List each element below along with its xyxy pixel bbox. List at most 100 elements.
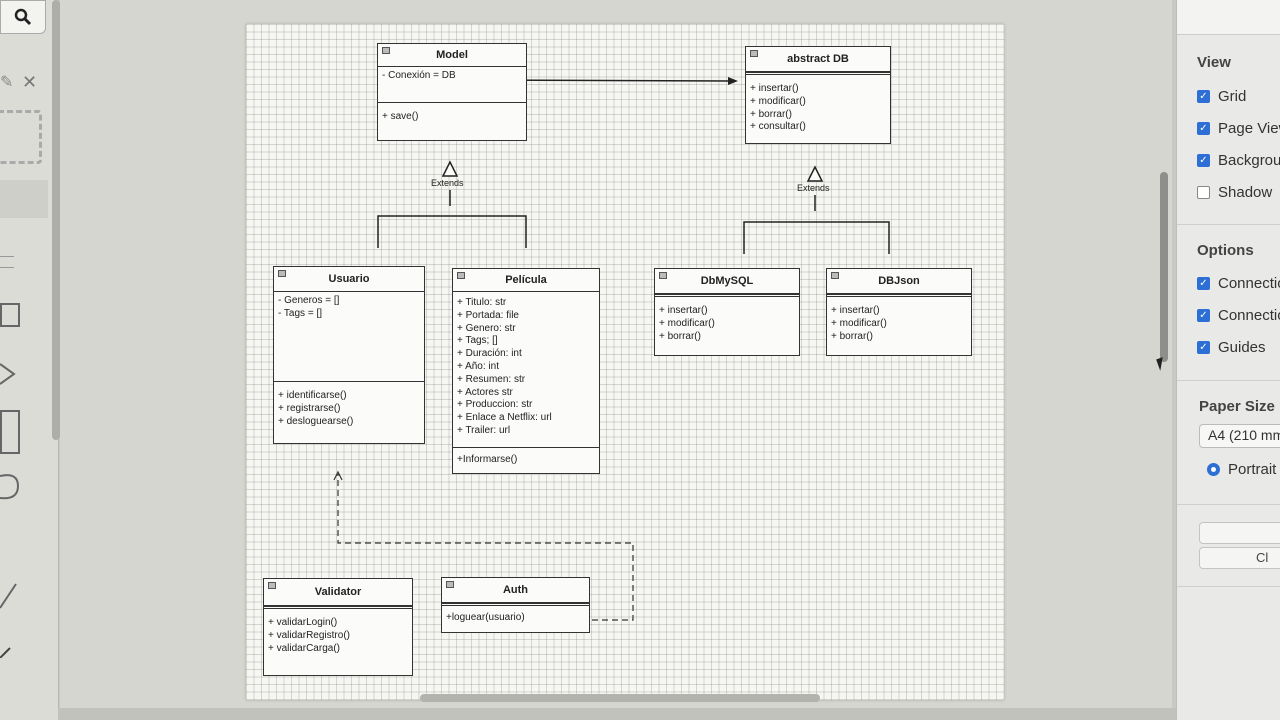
horizontal-scrollbar[interactable]	[420, 694, 820, 702]
collapse-icon[interactable]	[382, 47, 390, 54]
arrow-shape-icon[interactable]	[0, 644, 14, 658]
line-shape-icon[interactable]	[0, 580, 20, 610]
class-abstract-db-methods: + insertar() + modificar() + borrar() + …	[746, 72, 890, 137]
method-row: + validarLogin()	[268, 617, 338, 628]
bottom-page-tabs-bar	[58, 708, 1178, 720]
format-panel-tabs[interactable]	[1177, 0, 1280, 35]
class-model-header: Model	[378, 44, 526, 67]
class-validator-header: Validator	[264, 579, 412, 606]
checkbox-label: Grid	[1218, 88, 1247, 105]
class-usuario[interactable]: Usuario - Generos = [] - Tags = [] + ide…	[273, 266, 425, 444]
divider	[1177, 504, 1280, 505]
search-icon	[14, 8, 32, 26]
attribute-row: + Duración: int	[457, 348, 522, 360]
class-pelicula-header: Película	[453, 269, 599, 292]
checkbox-label: Page View	[1218, 120, 1280, 137]
shadow-checkbox[interactable]: Shadow	[1197, 184, 1272, 201]
class-model-title: Model	[436, 49, 468, 61]
class-model-methods: + save()	[378, 103, 526, 127]
class-auth[interactable]: Auth +loguear(usuario)	[441, 577, 590, 633]
portrait-radio[interactable]: Portrait	[1207, 461, 1276, 478]
grid-checkbox[interactable]: ✓ Grid	[1197, 88, 1246, 105]
clear-default-style-button[interactable]: Cl	[1199, 547, 1280, 569]
paper-size-select[interactable]: A4 (210 mm x 297 mm)	[1199, 424, 1280, 448]
class-dbjson-header: DBJson	[827, 269, 971, 294]
radio-label: Portrait	[1228, 461, 1277, 478]
class-model[interactable]: Model - Conexión = DB + save()	[377, 43, 527, 141]
method-row: + insertar()	[831, 305, 880, 316]
class-usuario-methods: + identificarse() + registrarse() + desl…	[274, 382, 424, 431]
checkbox-checked-icon: ✓	[1197, 277, 1210, 290]
checkbox-label: Guides	[1218, 339, 1266, 356]
checkbox-checked-icon: ✓	[1197, 122, 1210, 135]
options-heading: Options	[1197, 242, 1254, 259]
class-abstract-db-title: abstract DB	[787, 53, 849, 65]
class-dbmysql-header: DbMySQL	[655, 269, 799, 294]
method-row: + insertar()	[750, 83, 799, 94]
close-icon[interactable]: ✕	[22, 72, 38, 92]
rectangle-shape-icon[interactable]	[0, 303, 20, 327]
edit-data-button[interactable]	[1199, 522, 1280, 544]
attribute-row: + Año: int	[457, 360, 499, 372]
extends-label-left: Extends	[431, 178, 464, 188]
vertical-scrollbar[interactable]	[1160, 172, 1168, 362]
class-validator-methods: + validarLogin() + validarRegistro() + v…	[264, 606, 412, 658]
checkbox-unchecked-icon	[1197, 186, 1210, 199]
class-pelicula[interactable]: Película + Titulo: str + Portada: file +…	[452, 268, 600, 474]
class-validator[interactable]: Validator + validarLogin() + validarRegi…	[263, 578, 413, 676]
extends-label-right: Extends	[797, 183, 830, 193]
method-row: + registrarse()	[278, 402, 341, 414]
collapse-icon[interactable]	[831, 272, 839, 279]
collapse-icon[interactable]	[659, 272, 667, 279]
attribute-row: + Titulo: str	[457, 297, 507, 308]
method-row: + modificar()	[831, 317, 887, 329]
class-pelicula-methods: +Informarse()	[453, 448, 599, 470]
cloud-shape-icon[interactable]	[0, 472, 20, 502]
class-auth-methods: +loguear(usuario)	[442, 603, 589, 628]
class-dbmysql-methods: + insertar() + modificar() + borrar()	[655, 294, 799, 346]
radio-selected-icon	[1207, 463, 1220, 476]
method-row: + insertar()	[659, 305, 708, 316]
class-dbmysql[interactable]: DbMySQL + insertar() + modificar() + bor…	[654, 268, 800, 356]
class-dbjson[interactable]: DBJson + insertar() + modificar() + borr…	[826, 268, 972, 356]
attribute-row: + Portada: file	[457, 309, 519, 321]
class-dbjson-methods: + insertar() + modificar() + borrar()	[827, 294, 971, 346]
method-row: +Informarse()	[457, 454, 518, 465]
attribute-row: + Actores str	[457, 386, 513, 398]
checkbox-checked-icon: ✓	[1197, 341, 1210, 354]
connection-arrows-checkbox[interactable]: ✓ Connection Arrows	[1197, 275, 1280, 292]
method-row: + validarRegistro()	[268, 629, 350, 641]
search-button[interactable]	[0, 0, 46, 34]
triangle-shape-icon[interactable]	[0, 362, 16, 386]
text-lines-icon[interactable]	[0, 256, 14, 268]
attribute-row: - Tags = []	[278, 307, 323, 319]
background-checkbox[interactable]: ✓Background	[1197, 152, 1280, 169]
collapse-icon[interactable]	[457, 272, 465, 279]
page-view-checkbox[interactable]: ✓ Page View	[1197, 120, 1280, 137]
checkbox-checked-icon: ✓	[1197, 90, 1210, 103]
method-row: + borrar()	[659, 330, 701, 342]
class-abstract-db[interactable]: abstract DB + insertar() + modificar() +…	[745, 46, 891, 144]
divider	[1177, 586, 1280, 587]
checkbox-label: Shadow	[1218, 184, 1273, 201]
collapse-icon[interactable]	[750, 50, 758, 57]
class-abstract-db-header: abstract DB	[746, 47, 890, 72]
view-heading: View	[1197, 54, 1231, 71]
collapse-icon[interactable]	[268, 582, 276, 589]
guides-checkbox[interactable]: ✓ Guides	[1197, 339, 1266, 356]
method-row: + borrar()	[750, 108, 792, 120]
divider	[1177, 224, 1280, 225]
connection-points-checkbox[interactable]: ✓Connection Points	[1197, 307, 1280, 324]
left-toolbar: ✎ ✕	[0, 0, 59, 720]
collapse-icon[interactable]	[278, 270, 286, 277]
selection-tool[interactable]	[0, 110, 42, 164]
class-usuario-attributes: - Generos = [] - Tags = []	[274, 292, 424, 382]
method-row: + save()	[382, 111, 419, 122]
method-row: + identificarse()	[278, 390, 347, 401]
container-shape-icon[interactable]	[0, 410, 20, 454]
method-row: + borrar()	[831, 330, 873, 342]
collapse-icon[interactable]	[446, 581, 454, 588]
checkbox-label: Connection Arrows	[1218, 275, 1280, 292]
toolbar-scrollbar[interactable]	[52, 0, 60, 440]
pencil-icon[interactable]: ✎	[0, 74, 14, 91]
